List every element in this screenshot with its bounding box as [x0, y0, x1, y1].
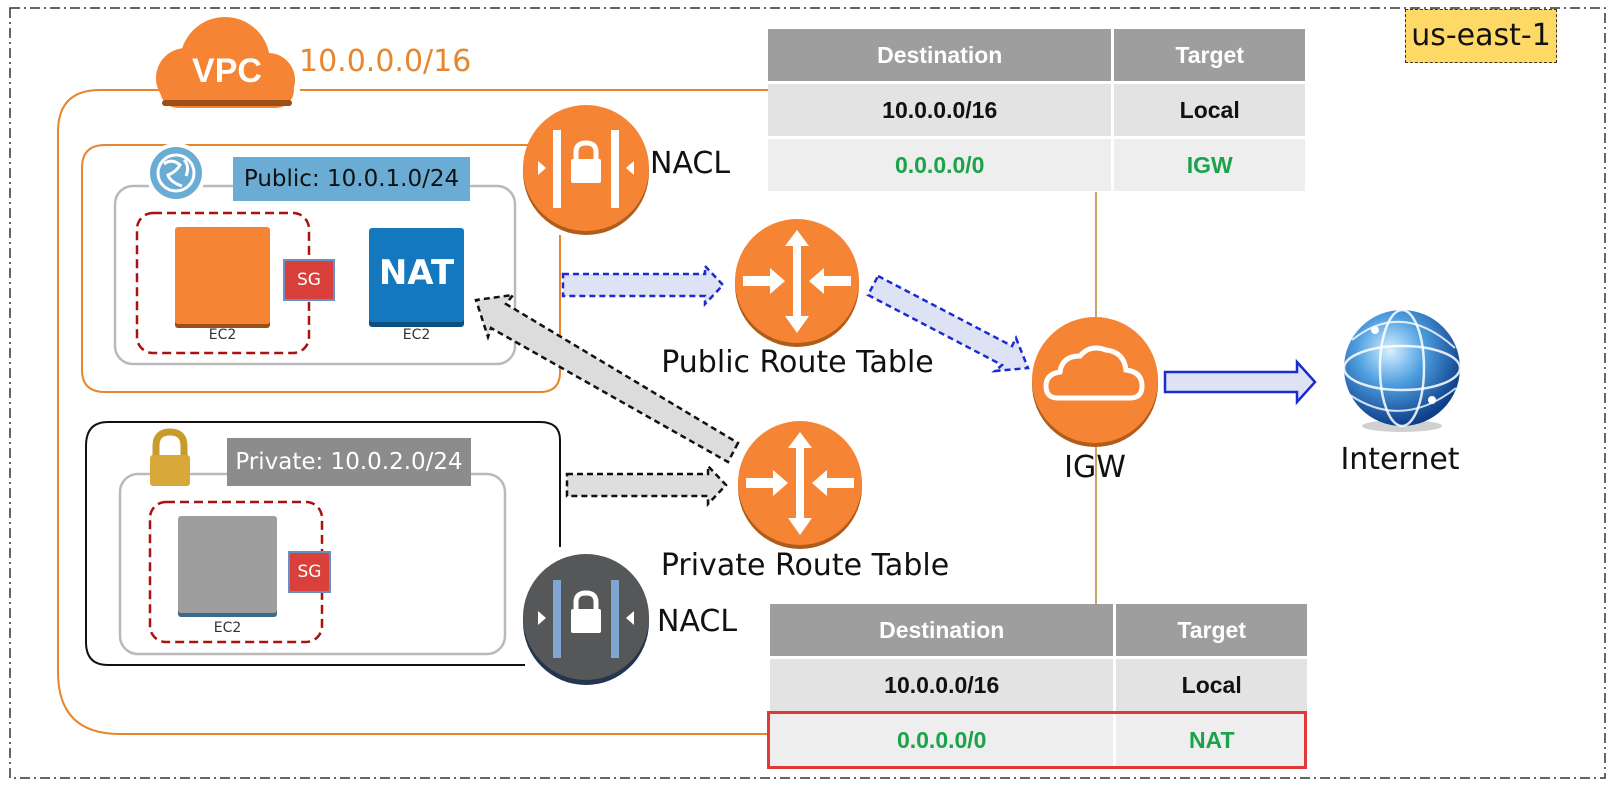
public-rt-to-igw-arrow: [866, 274, 1030, 373]
private-rt-destination: 10.0.0.0/16: [770, 659, 1114, 711]
vpc-icon-label: VPC: [192, 52, 262, 90]
public-route-table-label: Public Route Table: [661, 345, 934, 380]
nat-instance-icon: NAT: [369, 228, 464, 322]
public-ec2-instance-icon: [175, 227, 270, 324]
private-rt-target: NAT: [1116, 714, 1307, 766]
igw-icon: [1032, 317, 1158, 447]
public-sg-badge: SG: [283, 259, 335, 301]
private-lock-icon: [150, 428, 190, 486]
private-nacl-icon: [523, 554, 649, 685]
public-rt-destination: 10.0.0.0/16: [768, 84, 1112, 136]
public-subnet-label: Public: 10.0.1.0/24: [233, 157, 470, 201]
private-route-table-label: Private Route Table: [660, 548, 950, 583]
public-rt-destination: 0.0.0.0/0: [768, 139, 1112, 191]
vpc-boundary: [57, 89, 790, 735]
private-rt-header-destination: Destination: [770, 604, 1114, 656]
public-nacl-label: NACL: [650, 146, 731, 181]
region-boundary: [9, 7, 1606, 779]
public-rt-header-destination: Destination: [768, 29, 1112, 81]
private-rt-header-target: Target: [1116, 604, 1307, 656]
private-rt-to-nat-arrow: [474, 293, 740, 464]
table-row: 10.0.0.0/16 Local: [768, 84, 1305, 136]
private-subnet-label: Private: 10.0.2.0/24: [227, 438, 471, 486]
public-globe-icon: [146, 143, 206, 203]
igw-to-internet-arrow: [1163, 358, 1317, 406]
igw-label: IGW: [1064, 450, 1126, 485]
public-rt-target: IGW: [1114, 139, 1305, 191]
private-subnet-outer: [85, 421, 561, 666]
private-ec2-instance-icon: [178, 516, 277, 613]
public-route-table: Destination Target 10.0.0.0/16 Local 0.0…: [765, 26, 1308, 194]
table-row: 0.0.0.0/0 IGW: [768, 139, 1305, 191]
public-ec2-caption: EC2: [208, 327, 237, 343]
private-route-table: Destination Target 10.0.0.0/16 Local 0.0…: [767, 601, 1310, 769]
public-subnet-to-public-rt-arrow: [561, 262, 725, 308]
private-rt-target: Local: [1116, 659, 1307, 711]
internet-label: Internet: [1340, 442, 1460, 477]
table-row: 10.0.0.0/16 Local: [770, 659, 1307, 711]
private-route-table-router-icon: [738, 421, 862, 549]
vpc-cloud-icon: [156, 17, 295, 108]
public-rt-target: Local: [1114, 84, 1305, 136]
public-route-table-router-icon: [735, 219, 859, 347]
private-nacl-label: NACL: [657, 604, 738, 639]
public-nacl-icon: [523, 105, 649, 235]
region-label: us-east-1: [1405, 9, 1557, 63]
public-rt-header-target: Target: [1114, 29, 1305, 81]
public-subnet-outer: [81, 144, 561, 393]
nat-route-highlight: [767, 711, 1307, 769]
table-row: 0.0.0.0/0 NAT: [770, 714, 1307, 766]
nat-instance-caption: EC2: [402, 327, 431, 343]
internet-globe-icon: [1342, 308, 1462, 432]
private-rt-destination: 0.0.0.0/0: [770, 714, 1114, 766]
private-ec2-caption: EC2: [213, 620, 242, 636]
vpc-cidr: 10.0.0.0/16: [299, 44, 472, 79]
private-subnet-to-private-rt-arrow: [565, 462, 728, 508]
private-sg-badge: SG: [288, 551, 331, 593]
